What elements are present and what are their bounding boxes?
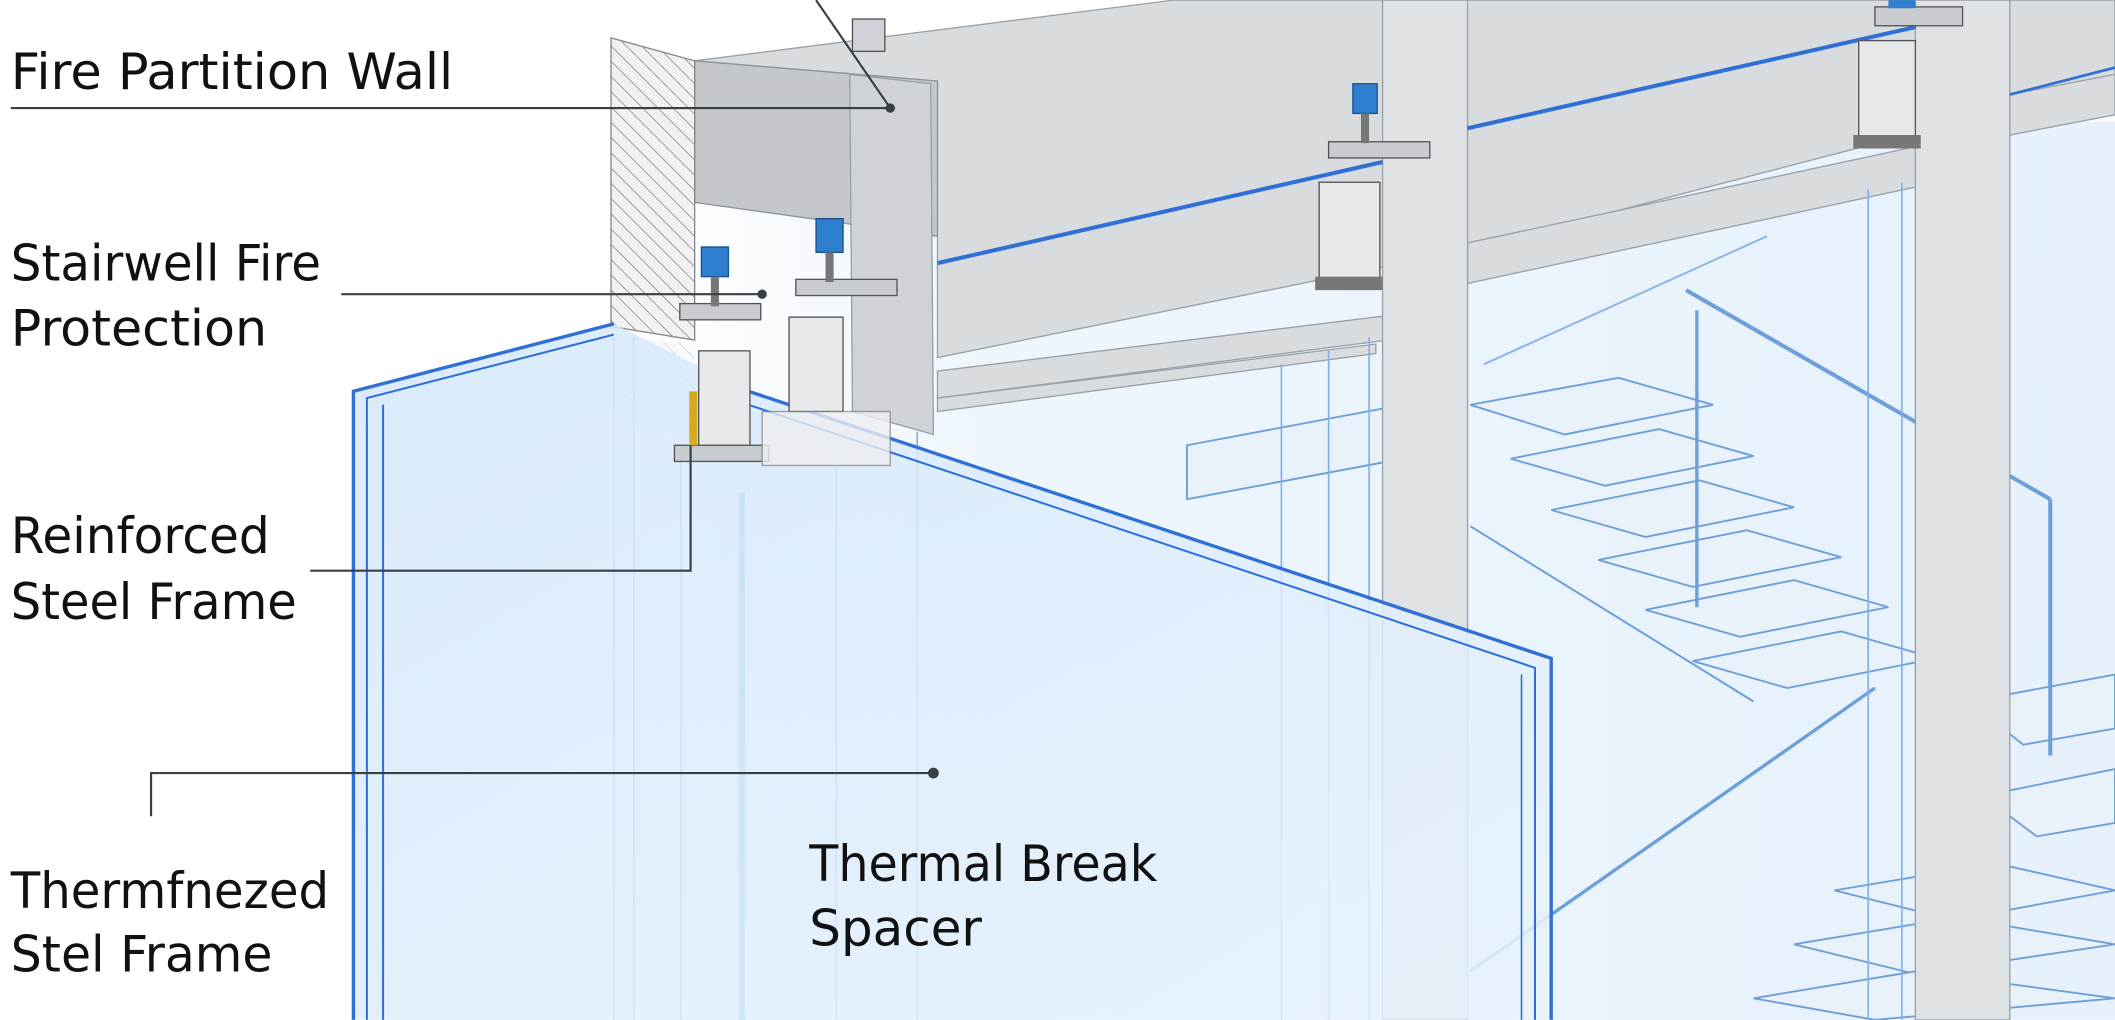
fire-partition-wall bbox=[610, 37, 696, 341]
label-stairwell-fire-line1: Stairwell Fire bbox=[11, 235, 321, 293]
label-fire-partition-wall: Fire Partition Wall bbox=[11, 43, 453, 101]
label-reinforced-line1: Reinforced bbox=[11, 507, 270, 565]
labels: Fire Partition Wall Stairwell Fire Prote… bbox=[10, 43, 1158, 983]
actuator bbox=[1315, 83, 1431, 291]
label-stairwell-fire-line2: Protection bbox=[11, 299, 267, 357]
actuator bbox=[761, 217, 898, 467]
glass-pane bbox=[351, 322, 1553, 1020]
leader-reinforced bbox=[310, 445, 692, 572]
anchor-plate bbox=[851, 18, 886, 53]
label-thermfnezed-line2: Stel Frame bbox=[11, 925, 273, 983]
label-thermal-break-line2: Spacer bbox=[809, 900, 982, 958]
label-reinforced-line2: Steel Frame bbox=[11, 573, 297, 631]
actuator bbox=[1853, 0, 1964, 149]
label-thermal-break-line1: Thermal Break bbox=[808, 835, 1157, 893]
leader-thermfnezed bbox=[149, 771, 934, 817]
leader-lines bbox=[10, 0, 939, 817]
actuator bbox=[673, 246, 770, 463]
staircase bbox=[1186, 235, 2115, 1020]
label-thermfnezed-line1: Thermfnezed bbox=[10, 862, 329, 920]
actuators bbox=[673, 0, 1964, 467]
